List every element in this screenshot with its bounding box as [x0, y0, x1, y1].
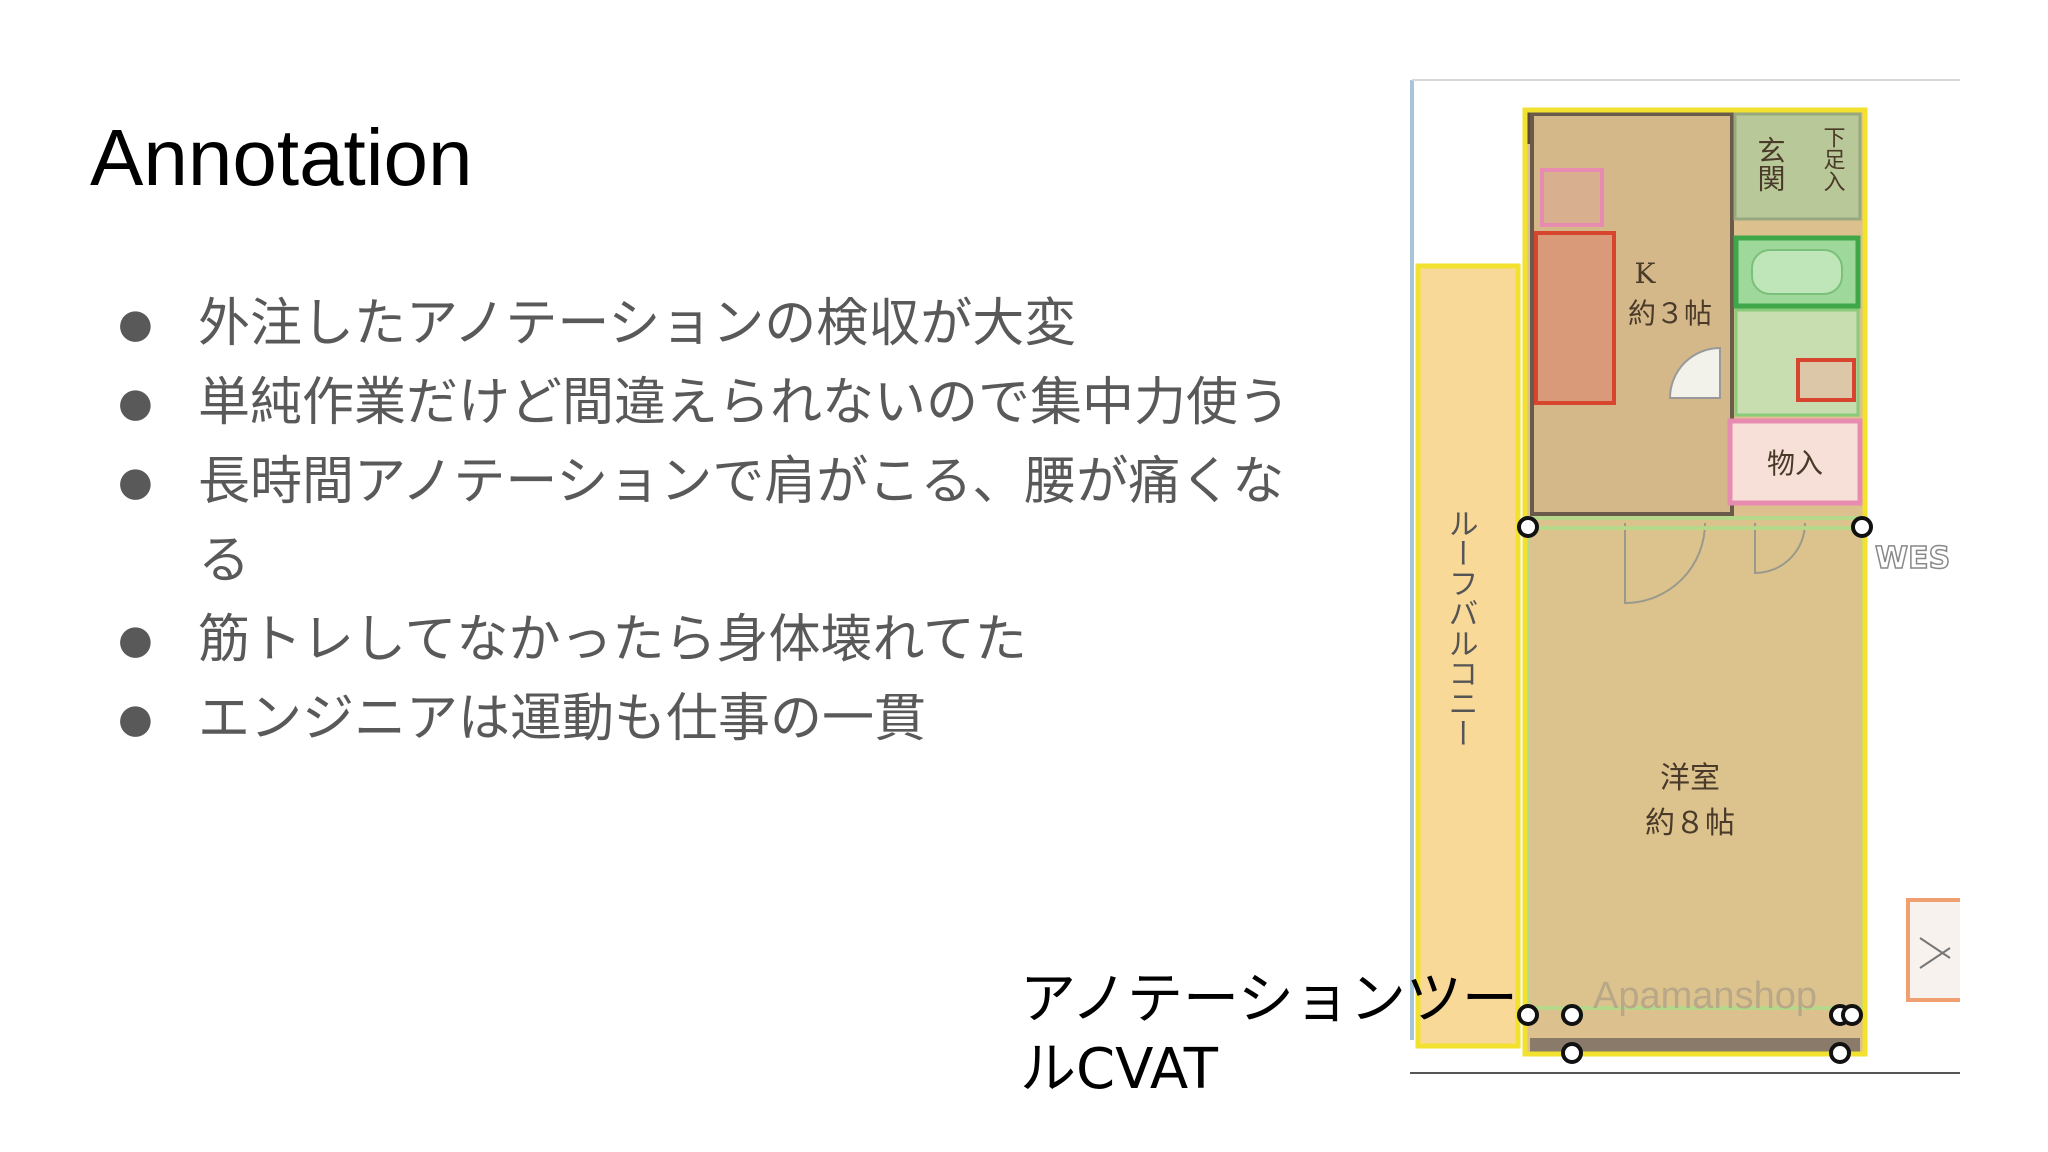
vertex-handle[interactable]: [1829, 1042, 1851, 1064]
sink-annotation-box: [1534, 231, 1616, 405]
door-arc-1: [1624, 522, 1706, 605]
direction-label: WES: [1875, 541, 1950, 576]
kitchen-name-label: K: [1635, 257, 1657, 290]
storage-annotation-box: [1727, 418, 1863, 506]
bullet-item: ● 筋トレしてなかったら身体壊れてた: [110, 601, 1310, 680]
bullet-text: 筋トレしてなかったら身体壊れてた: [198, 610, 1027, 670]
bullet-text: 単純作業だけど間違えられないので集中力使う: [198, 373, 1291, 433]
vertex-handle[interactable]: [1561, 1004, 1583, 1026]
vertex-handle[interactable]: [1561, 1042, 1583, 1064]
bullet-dot: ●: [118, 617, 153, 663]
bullet-text: エンジニアは運動も仕事の一貫: [198, 689, 927, 749]
bullet-dot: ●: [118, 301, 153, 347]
bullet-item: ● エンジニアは運動も仕事の一貫: [110, 680, 1310, 759]
bathtub-shape: [1751, 249, 1843, 295]
bottom-wall: [1530, 1038, 1860, 1052]
western-room-label: 洋室: [1660, 761, 1720, 796]
vertex-handle[interactable]: [1517, 1004, 1539, 1026]
western-room-box: [1526, 516, 1866, 1010]
bullet-text: 外注したアノテーションの検収が大変: [198, 294, 1077, 354]
plant-sketch: [1919, 937, 1951, 969]
watermark-label: Apamanshop: [1593, 975, 1817, 1017]
slide-title: Annotation: [90, 113, 473, 202]
vertex-handle[interactable]: [1841, 1004, 1863, 1026]
balcony-box: [1415, 263, 1521, 1049]
balcony-label: ルーフバルコニー: [1443, 508, 1478, 748]
door-arc-2: [1754, 522, 1806, 575]
western-room-size-label: 約８帖: [1645, 806, 1735, 841]
bullet-item: ● 外注したアノテーションの検収が大変: [110, 285, 1310, 364]
vertex-handle[interactable]: [1517, 516, 1539, 538]
entrance-label: 玄関: [1754, 136, 1787, 192]
bullet-dot: ●: [118, 459, 153, 505]
storage-label: 物入: [1767, 447, 1823, 480]
shoe-box-label: 下足入: [1820, 126, 1846, 192]
kitchen-size-label: 約３帖: [1628, 297, 1712, 330]
bullet-item: ● 単純作業だけど間違えられないので集中力使う: [110, 364, 1310, 443]
bullet-dot: ●: [118, 380, 153, 426]
bullet-item: ● 長時間アノテーションで肩がこる、腰が痛くなる: [110, 443, 1310, 601]
bullet-list: ● 外注したアノテーションの検収が大変 ● 単純作業だけど間違えられないので集中力使…: [110, 285, 1310, 759]
annotated-floorplan-image: ルーフバルコニー K 約３帖 玄関 下足入 物入 洋室 約８帖 Apamansh…: [1400, 78, 1960, 1078]
bullet-dot: ●: [118, 696, 153, 742]
door-swing: [1668, 346, 1721, 399]
yellow-annotation-outline: [1522, 107, 1868, 1057]
entrance-area: [1733, 112, 1862, 221]
vertex-handles: [1517, 516, 1873, 1064]
vertex-handle[interactable]: [1851, 516, 1873, 538]
image-caption: アノテーションツールCVAT: [1020, 967, 1518, 1102]
pink-annotation-box: [1540, 168, 1604, 227]
toilet-annotation-box: [1796, 358, 1856, 402]
orange-annotation-box: [1906, 898, 1960, 1002]
bullet-text: 長時間アノテーションで肩がこる、腰が痛くなる: [198, 452, 1285, 591]
